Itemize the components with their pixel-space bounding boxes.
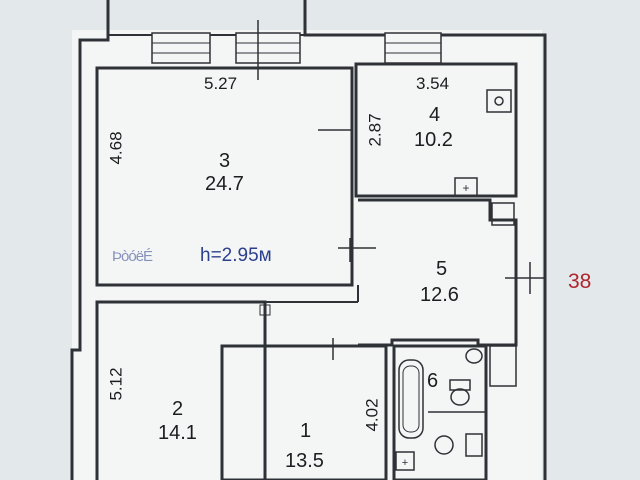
room-5-outline <box>358 198 518 347</box>
svg-text:+: + <box>462 181 469 195</box>
room-3-number: 3 <box>219 150 231 172</box>
room-1-area: 13.5 <box>285 450 324 472</box>
room-2-area: 14.1 <box>158 422 197 444</box>
vent-icon-lower <box>395 451 415 471</box>
outer-wall <box>70 0 110 480</box>
room-3-outline <box>95 66 354 287</box>
room-1-depth: 4.02 <box>362 398 382 432</box>
room-6-outline <box>392 344 488 480</box>
ceiling-height: h=2.95м <box>200 245 272 266</box>
toilet-icon-lower <box>434 433 483 457</box>
room-3-area: 24.7 <box>205 173 244 195</box>
window-top-left <box>151 32 211 64</box>
room-4-outline <box>354 62 518 198</box>
room-4-width: 3.54 <box>416 74 450 93</box>
room-3-depth: 4.68 <box>106 131 126 165</box>
room-4-number: 4 <box>429 104 441 126</box>
sink-icon <box>486 89 512 113</box>
room-6-number: 6 <box>427 370 439 392</box>
side-marker-number: 38 <box>568 270 592 293</box>
window-top-middle <box>235 32 301 64</box>
vent-icon <box>454 177 478 197</box>
room-1-outline <box>220 344 388 480</box>
window-top-right <box>384 32 442 64</box>
room-5-area: 12.6 <box>420 284 459 306</box>
room-5-number: 5 <box>436 258 448 280</box>
bathtub-icon <box>398 359 424 439</box>
room-1-number: 1 <box>300 420 312 442</box>
room-2-number: 2 <box>172 398 184 420</box>
room-2-outline <box>95 300 267 480</box>
ceiling-height-prefix: ÞòóëÉ <box>112 248 153 265</box>
bathroom-sink-icon <box>465 348 483 364</box>
shaft-icon <box>491 202 515 226</box>
room-4-area: 10.2 <box>414 129 453 151</box>
room-3-width: 5.27 <box>204 74 238 93</box>
room-2-depth: 5.12 <box>106 367 126 401</box>
toilet-icon <box>449 379 471 406</box>
room-4-depth: 2.87 <box>365 113 385 147</box>
svg-text:+: + <box>402 457 408 469</box>
